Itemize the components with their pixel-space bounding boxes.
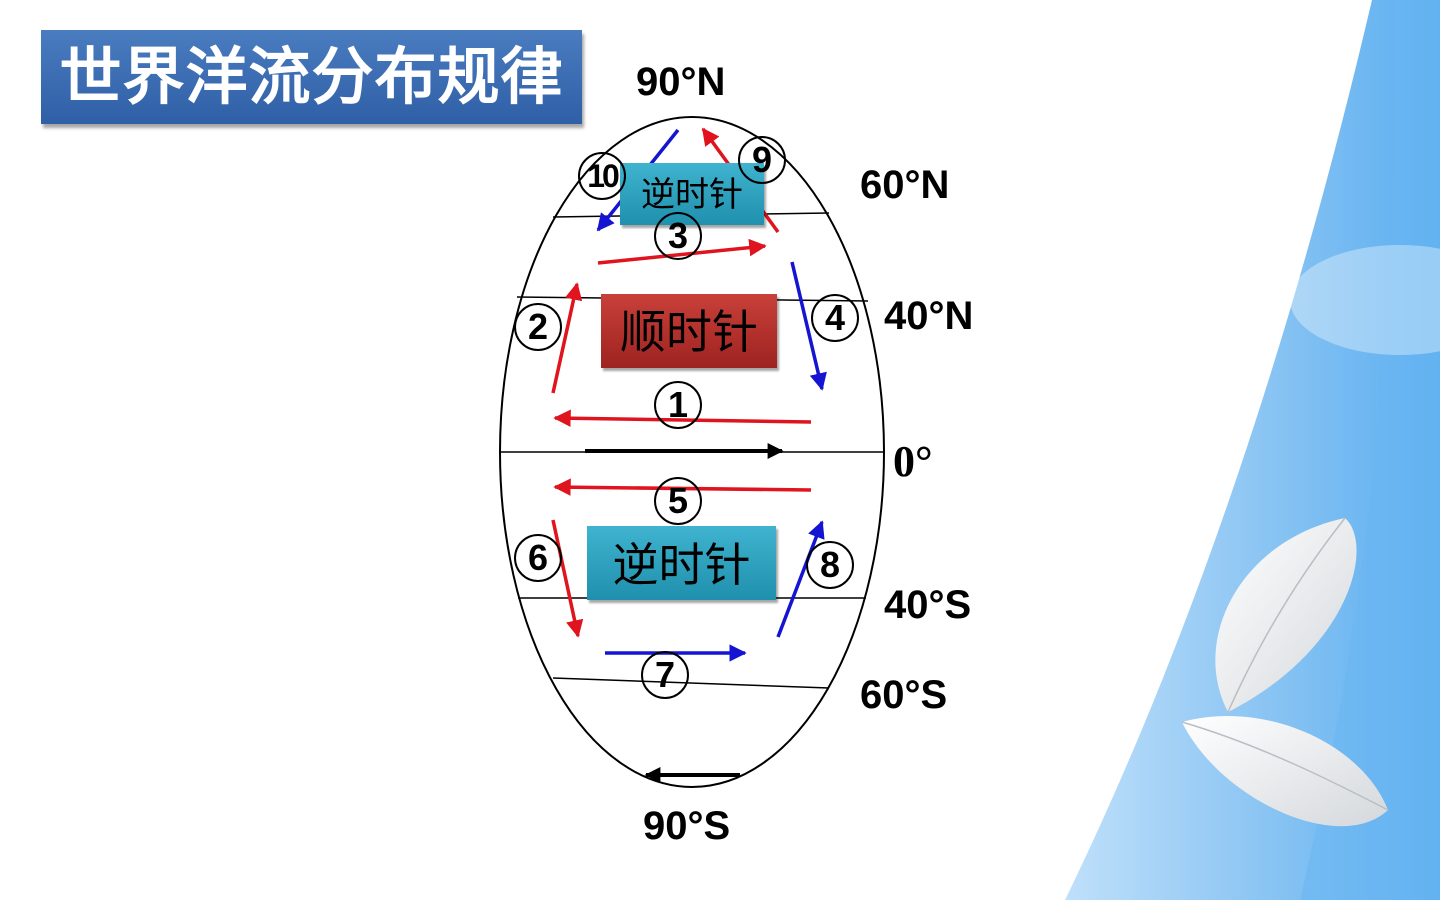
petal-lower: [1181, 715, 1389, 827]
current-number-2: 2: [514, 303, 562, 351]
current-arrow-6: [551, 519, 584, 638]
latitude-label-equator: 0°: [893, 437, 933, 486]
current-number-6: 6: [514, 534, 562, 582]
current-number-10: 10: [578, 152, 626, 200]
current-arrow-2: [551, 282, 583, 394]
current-number-1: 1: [654, 381, 702, 429]
gyre-label-south-subtropical: 逆时针: [587, 526, 776, 600]
current-number-9: 9: [738, 136, 786, 184]
current-number-5: 5: [654, 477, 702, 525]
latitude-label-40n: 40°N: [884, 294, 974, 338]
current-number-4: 4: [811, 294, 859, 342]
latitude-label-90s: 90°S: [643, 804, 731, 848]
page-title: 世界洋流分布规律: [41, 30, 582, 124]
latitude-label-60s: 60°S: [860, 673, 948, 717]
gyre-label-north-subpolar: 逆时针: [620, 163, 764, 225]
latitude-label-90n: 90°N: [636, 60, 726, 104]
current-arrow-8: [776, 520, 825, 638]
current-number-7: 7: [641, 651, 689, 699]
petal-upper: [1215, 517, 1357, 713]
latitude-line-60s: [552, 677, 830, 689]
current-arrow-4: [790, 261, 827, 391]
latitude-label-40s: 40°S: [884, 583, 972, 627]
latitude-label-60n: 60°N: [860, 163, 950, 207]
current-number-3: 3: [654, 212, 702, 260]
current-number-8: 8: [806, 541, 854, 589]
gyre-label-north-subtropical: 顺时针: [601, 294, 777, 368]
